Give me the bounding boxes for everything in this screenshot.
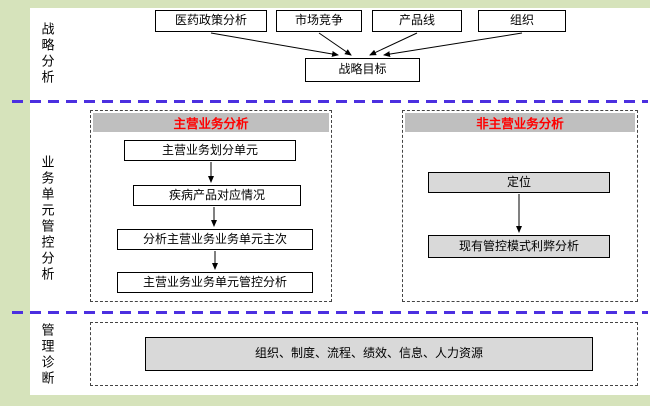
section-divider-2 [12,311,648,314]
section-divider-1 [12,100,648,103]
strategy-input-market: 市场竞争 [276,10,362,32]
main-step-1: 主营业务划分单元 [124,140,296,161]
non-main-business-header: 非主营业务分析 [405,113,635,132]
non-main-step-1: 定位 [428,172,610,193]
section-label-strategy: 战略分析 [38,22,54,86]
non-main-business-container [402,110,638,302]
strategy-input-organization: 组织 [478,10,566,32]
strategy-goal-node: 战略目标 [305,58,420,82]
main-business-container [90,110,332,302]
non-main-step-2: 现有管控模式利弊分析 [428,235,610,258]
diagnosis-box: 组织、制度、流程、绩效、信息、人力资源 [145,337,593,371]
main-business-header: 主营业务分析 [93,113,329,132]
diagnosis-container [90,322,638,386]
strategy-input-product-line: 产品线 [372,10,462,32]
main-step-4: 主营业务业务单元管控分析 [117,272,313,293]
main-step-2: 疾病产品对应情况 [133,185,301,206]
section-label-business-units: 业务单元管控分析 [38,155,54,283]
main-step-3: 分析主营业务业务单元主次 [117,229,313,250]
section-label-diagnosis: 管理诊断 [38,323,54,387]
strategy-input-policy: 医药政策分析 [155,10,267,32]
